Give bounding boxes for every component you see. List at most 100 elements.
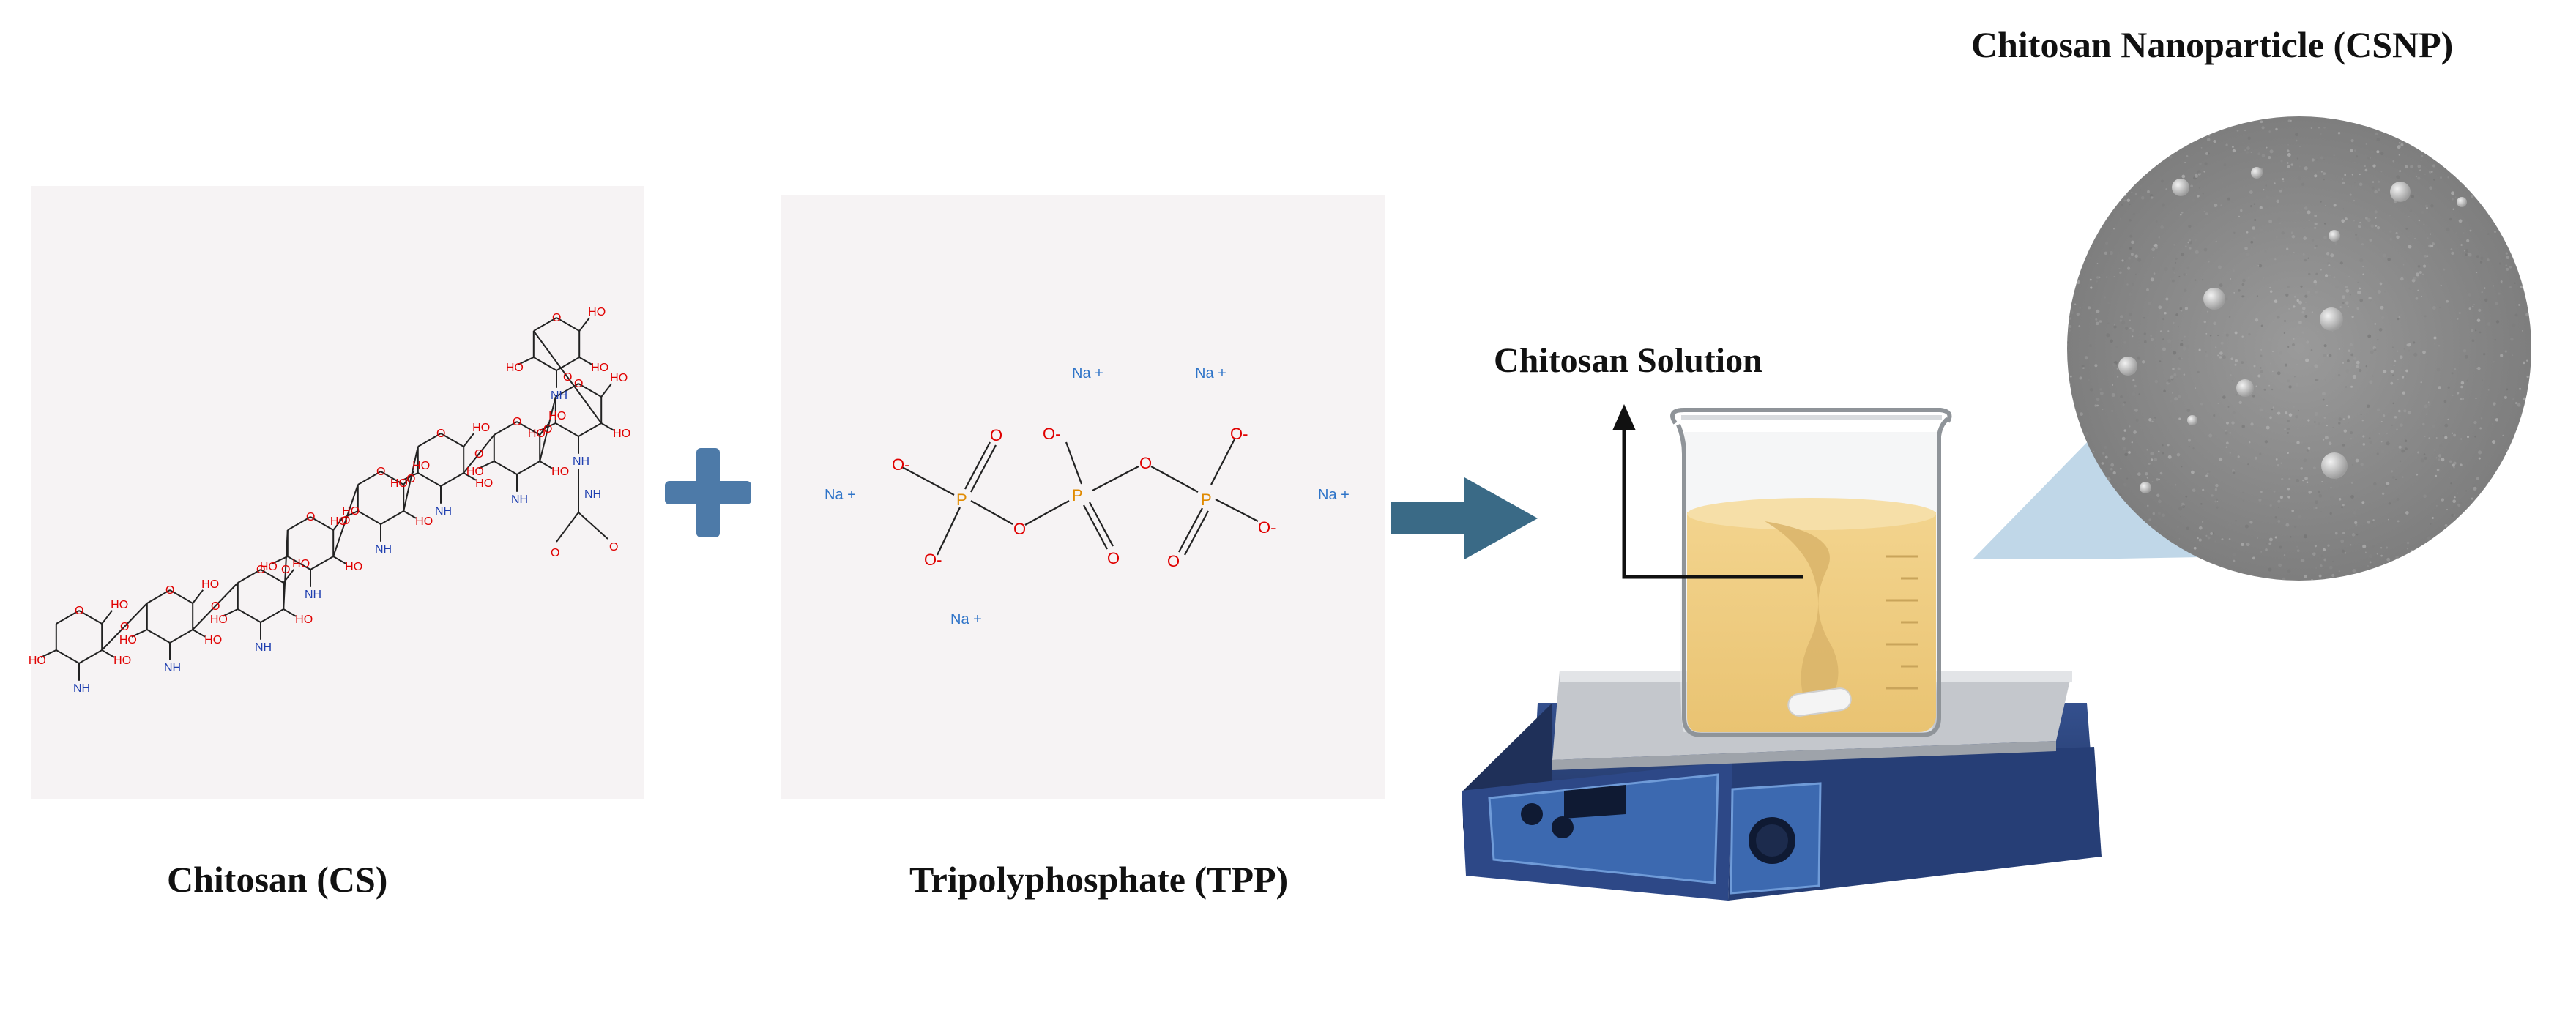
sem-grain — [2466, 436, 2470, 439]
sem-grain — [2268, 220, 2273, 223]
tpp-oxide-2: O — [990, 426, 1002, 444]
sem-grain — [2153, 418, 2155, 421]
sem-grain — [2182, 346, 2186, 351]
sem-grain — [2447, 176, 2449, 179]
sem-grain — [2231, 146, 2234, 148]
sem-grain — [2391, 424, 2394, 427]
sem-grain — [2315, 507, 2318, 510]
sem-grain — [2507, 515, 2511, 519]
glycosidic-bond — [567, 376, 603, 424]
sem-grain — [2222, 182, 2224, 184]
sem-grain — [2293, 305, 2296, 308]
sem-grain — [2420, 381, 2422, 384]
sem-grain — [2075, 193, 2078, 195]
sem-grain — [2419, 169, 2421, 171]
sem-grain — [2359, 182, 2363, 187]
sem-grain — [2362, 273, 2364, 275]
sem-grain — [2081, 182, 2085, 185]
sem-grain — [2406, 541, 2410, 545]
sem-grain — [2232, 553, 2236, 557]
sem-grain — [2167, 444, 2170, 447]
ring-bond — [56, 649, 80, 664]
sem-grain — [2444, 436, 2448, 439]
sem-grain — [2487, 176, 2492, 180]
sem-grain — [2072, 229, 2074, 231]
sem-grain — [2077, 196, 2081, 200]
sem-grain — [2096, 404, 2099, 407]
sem-grain — [2102, 166, 2104, 168]
sem-grain — [2377, 338, 2379, 341]
sem-grain — [2268, 338, 2271, 342]
sem-grain — [2477, 507, 2480, 510]
sem-grain — [2500, 280, 2503, 283]
sem-grain — [2148, 418, 2152, 422]
sem-grain — [2511, 440, 2513, 442]
sem-grain — [2163, 389, 2166, 393]
sem-grain — [2362, 435, 2365, 438]
sem-grain — [2230, 277, 2231, 280]
sem-grain — [2109, 162, 2112, 165]
sem-grain — [2119, 271, 2122, 275]
sem-grain — [2426, 255, 2429, 258]
substituent-bond — [332, 516, 344, 531]
sem-grain — [2513, 235, 2517, 239]
sem-grain — [2340, 539, 2345, 543]
sem-grain — [2105, 242, 2109, 245]
sem-grain — [2094, 404, 2097, 407]
sem-grain — [2522, 330, 2523, 332]
sem-grain — [2229, 432, 2231, 434]
sem-grain — [2453, 514, 2456, 517]
sem-grain — [2405, 511, 2409, 515]
sem-grain — [2287, 569, 2291, 573]
sem-grain — [2451, 432, 2454, 434]
sem-grain — [2498, 454, 2501, 458]
sem-grain — [2495, 320, 2500, 324]
sem-grain — [2077, 261, 2080, 263]
sem-grain — [2422, 350, 2426, 354]
sem-grain — [2353, 199, 2356, 202]
sem-grain — [2198, 187, 2201, 189]
sem-grain — [2148, 302, 2152, 306]
sem-grain — [2211, 420, 2214, 422]
sem-grain — [2295, 415, 2298, 419]
sem-grain — [2319, 133, 2322, 135]
sem-grain — [2405, 228, 2408, 230]
sem-grain — [2355, 236, 2359, 241]
substituent-label: HO — [528, 428, 546, 440]
sem-grain — [2230, 374, 2232, 376]
sodium-ion-1: Na + — [1072, 365, 1103, 381]
sem-grain — [2178, 538, 2181, 540]
sem-grain — [2314, 424, 2318, 428]
sem-grain — [2320, 554, 2323, 557]
sem-grain — [2233, 231, 2236, 234]
sem-grain — [2486, 440, 2490, 444]
sem-grain — [2198, 538, 2202, 542]
sem-grain — [2448, 534, 2450, 537]
sem-grain — [2523, 309, 2526, 313]
sem-grain — [2145, 573, 2148, 575]
sem-grain — [2514, 282, 2516, 284]
sem-grain — [2260, 324, 2263, 327]
sem-grain — [2342, 208, 2345, 210]
sem-grain — [2330, 486, 2332, 488]
sem-grain — [2088, 306, 2091, 310]
glycosidic-bond — [332, 520, 346, 557]
sem-grain — [2227, 197, 2230, 201]
sem-grain — [2481, 291, 2483, 294]
sem-grain — [2452, 499, 2457, 504]
sem-grain — [2302, 253, 2305, 256]
sem-grain — [2162, 318, 2164, 321]
sem-grain — [2284, 363, 2287, 367]
sem-grain — [2180, 504, 2182, 506]
sem-grain — [2377, 289, 2381, 294]
sem-grain — [2355, 233, 2358, 236]
sem-grain — [2443, 534, 2447, 537]
sem-grain — [2520, 414, 2523, 417]
sem-grain — [2492, 423, 2493, 425]
sem-grain — [2206, 566, 2210, 570]
sem-grain — [2070, 261, 2072, 264]
sem-grain — [2493, 402, 2496, 406]
sem-grain — [2227, 124, 2230, 126]
sem-grain — [2214, 204, 2218, 207]
sem-grain — [2173, 321, 2175, 324]
